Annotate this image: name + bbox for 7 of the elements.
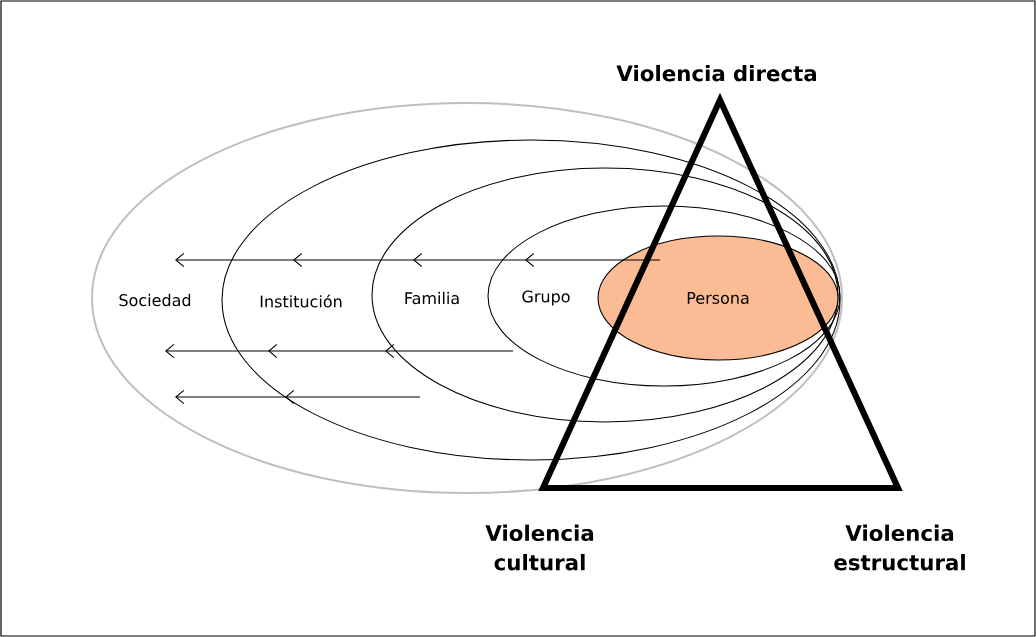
corner-label: Violencia estructural [834, 524, 965, 571]
ring-label: Familia [405, 291, 459, 305]
ring-label: Sociedad [119, 293, 191, 307]
corner-label: Violencia directa [616, 64, 816, 82]
corner-label: Violencia cultural [485, 524, 594, 571]
ring-label: Institución [260, 294, 342, 308]
ring-label: Grupo [522, 290, 570, 306]
